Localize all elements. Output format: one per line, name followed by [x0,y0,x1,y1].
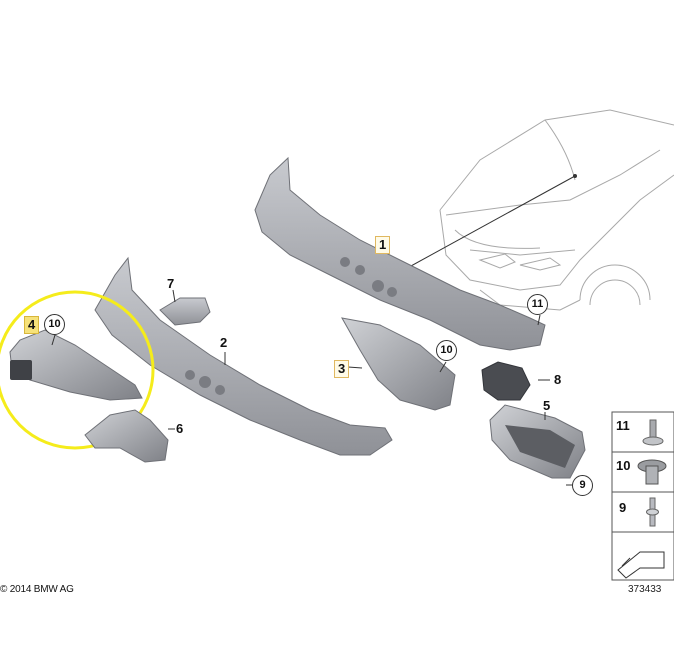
leader-dot [573,174,577,178]
callout-part-9: 9 [572,475,593,496]
fastener-legend [611,411,674,581]
callout-part-8: 8 [554,372,562,387]
side-cover-right [341,317,456,411]
legend-number-11: 11 [616,418,630,433]
legend-number-10: 10 [616,458,631,473]
legend-number-9: 9 [619,500,627,515]
cowl-panel-upper [254,156,546,351]
rivet-icon [646,497,659,527]
drawing-number: 373433 [628,584,662,595]
callout-part-11: 11 [527,294,548,315]
clip-housing [481,361,531,401]
expanding-clip-icon [637,459,667,485]
callout-part-6: 6 [176,421,184,436]
callout-part-10b: 10 [436,340,457,361]
callout-part-1: 1 [375,236,391,254]
callout-part-5: 5 [543,398,551,413]
cowl-panel-lower [94,256,393,456]
bolt-fastener-icon [642,419,664,446]
duct-seal [84,409,169,463]
callout-part-4: 4 [24,316,40,334]
bracket-7 [159,297,211,326]
leader-line [399,175,576,273]
callout-part-2: 2 [220,335,228,350]
callout-part-3: 3 [334,360,350,378]
highlight-ring [0,290,155,450]
callout-part-7: 7 [167,276,175,291]
copyright-text: © 2014 BMW AG [0,584,74,595]
callout-leaders [51,289,575,486]
car-front-outline [439,109,674,311]
callout-part-10a: 10 [44,314,65,335]
direction-arrow-icon [617,551,665,579]
